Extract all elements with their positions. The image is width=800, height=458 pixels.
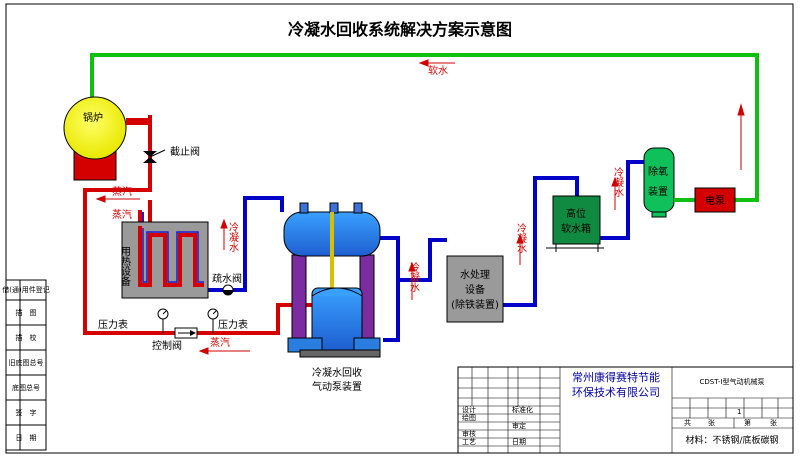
svg-text:冷凝水: 冷凝水	[408, 261, 420, 292]
heat-equipment-label: 用热设备	[119, 246, 131, 287]
left-strip-item: 描 图	[16, 308, 37, 317]
water-treatment-label-3: (除铁装置)	[451, 298, 499, 311]
company-name-2: 环保技术有限公司	[572, 385, 660, 399]
left-strip-item: 底图总号	[12, 383, 40, 392]
sheet-index-unit: 张	[770, 418, 777, 427]
soft-water-arrow	[418, 59, 745, 170]
role-drawing: 绘图	[462, 413, 476, 422]
role-design: 设计	[462, 405, 476, 414]
electric-pump-label: 电泵	[705, 194, 725, 207]
trap-valve-label: 疏水阀	[212, 272, 242, 285]
svg-text:装置: 装置	[648, 185, 668, 198]
control-valve[interactable]: 控制阀	[152, 327, 198, 352]
product-name: CDST-I型气动机械泵	[700, 377, 765, 386]
electric-pump[interactable]: 电泵	[694, 187, 736, 213]
left-strip-item: 旧底图总号	[9, 358, 44, 367]
company-name-1: 常州康得赛特节能	[572, 370, 660, 384]
pressure-gauge-2-label: 压力表	[218, 318, 248, 331]
role-date: 日期	[512, 438, 526, 446]
material-note: 材料：不锈钢/底板碳钢	[685, 434, 778, 446]
stop-valve[interactable]: 截止阀	[143, 145, 200, 163]
pressure-gauge-1[interactable]: 压力表	[98, 308, 169, 333]
svg-text:气动泵装置: 气动泵装置	[312, 380, 362, 393]
svg-text:用热设备: 用热设备	[119, 246, 131, 287]
left-strip-item: 日 期	[16, 434, 37, 442]
left-strip-top: 借(通)用件登记	[2, 285, 49, 294]
soft-water-tank[interactable]: 高位 软水箱	[546, 195, 604, 252]
soft-tank-label-2: 软水箱	[561, 222, 591, 235]
condensate-pipes	[205, 160, 644, 342]
stop-valve-label: 截止阀	[170, 145, 200, 158]
steam-label-bottom: 蒸汽	[210, 336, 230, 349]
water-treatment-equipment[interactable]: 水处理 设备 (除铁装置)	[446, 255, 504, 323]
heat-equipment[interactable]: 用热设备	[119, 221, 209, 299]
role-process: 工艺	[462, 438, 476, 446]
role-review: 审核	[462, 429, 476, 438]
title-block: 常州康得赛特节能 环保技术有限公司 CDST-I型气动机械泵 设计 绘图 审核 …	[457, 366, 794, 454]
boiler-label: 锅炉	[83, 112, 103, 124]
svg-text:冷凝水回收: 冷凝水回收	[312, 366, 362, 379]
water-treatment-label-1: 水处理	[460, 269, 490, 281]
left-strip: 借(通)用件登记 描 图 描 校 旧底图总号 底图总号 签 字 日 期	[2, 279, 50, 451]
condensate-arrows	[220, 176, 619, 300]
soft-water-pipe	[90, 53, 759, 202]
pressure-gauge-1-label: 压力表	[98, 318, 128, 331]
deaerator-label: 除氧 装置	[648, 165, 668, 198]
water-treatment-label-2: 设备	[465, 283, 485, 296]
sheet-number: 1	[737, 408, 741, 416]
condensate-label-1: 冷凝水	[227, 221, 239, 252]
role-approve: 审定	[512, 421, 526, 430]
boiler[interactable]: 锅炉	[63, 96, 152, 181]
control-valve-label: 控制阀	[152, 339, 182, 352]
sheet-total-label: 共	[684, 418, 691, 427]
condensate-pump-unit[interactable]: 冷凝水回收 气动泵装置	[283, 202, 381, 393]
soft-tank-label-1: 高位	[566, 207, 586, 220]
pump-unit-label: 冷凝水回收 气动泵装置	[312, 366, 362, 393]
steam-arrows	[95, 195, 250, 355]
diagram-title: 冷凝水回收系统解决方案示意图	[288, 20, 512, 39]
left-strip-item: 签 字	[16, 408, 37, 417]
sheet-total-unit: 张	[708, 418, 715, 427]
svg-text:冷凝水: 冷凝水	[227, 221, 239, 252]
role-standard: 标准化	[512, 405, 533, 414]
deaerator[interactable]: 除氧 装置	[643, 147, 675, 218]
steam-label-top: 蒸汽	[112, 185, 132, 198]
drawing-frame	[5, 3, 794, 454]
left-strip-item: 描 校	[16, 333, 37, 342]
sheet-index-label: 第	[744, 418, 751, 427]
steam-label-mid: 蒸汽	[112, 208, 132, 221]
svg-text:除氧: 除氧	[648, 165, 668, 178]
pressure-gauge-2[interactable]: 压力表	[207, 308, 248, 333]
soft-water-label: 软水	[428, 64, 448, 77]
condensate-label-2: 冷凝水	[408, 261, 420, 292]
trap-valve[interactable]: 疏水阀	[212, 272, 242, 296]
